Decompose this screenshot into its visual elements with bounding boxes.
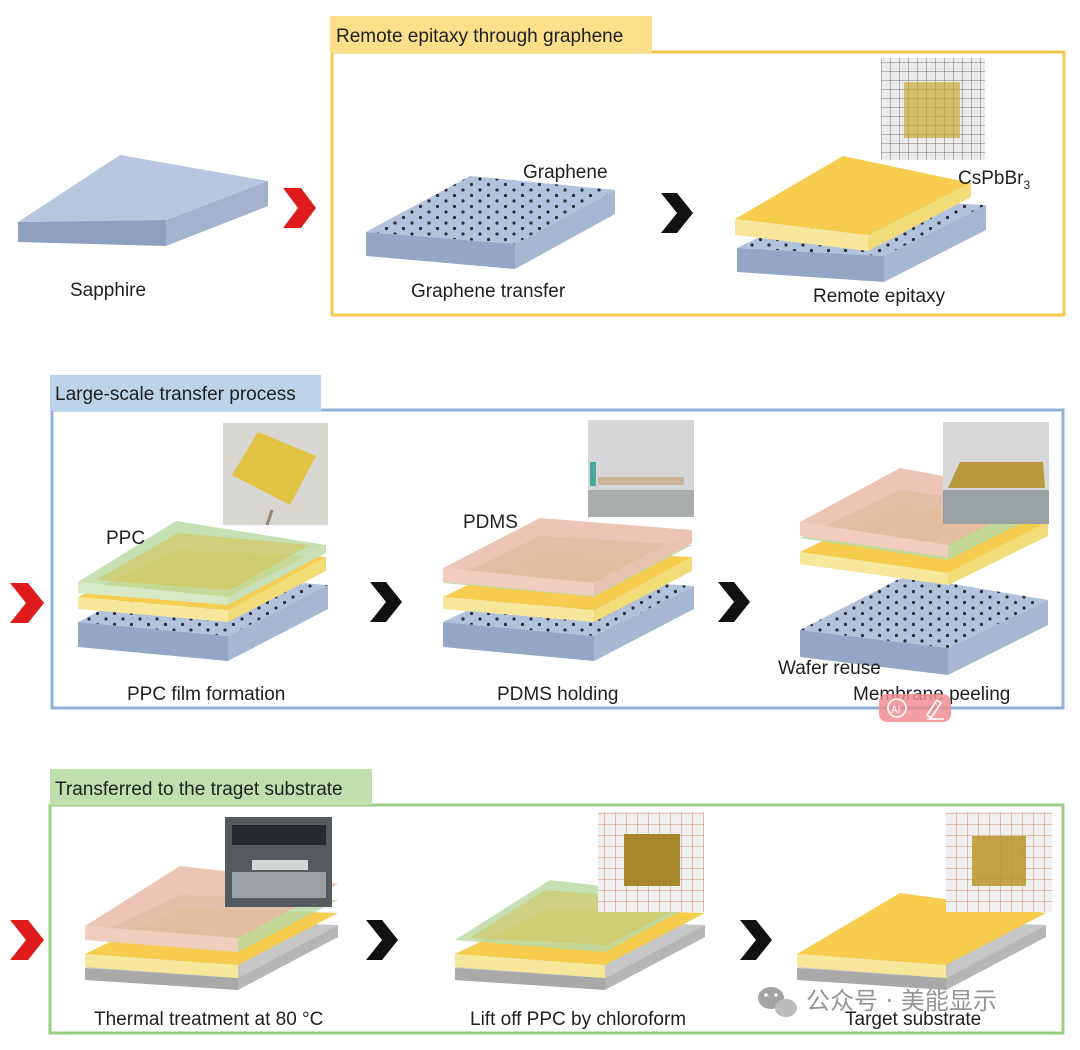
pdms-holding-label: PDMS holding	[497, 684, 618, 705]
black-chevron-icon	[366, 920, 398, 960]
section-frame	[330, 50, 1066, 317]
ppc-annotation: PPC	[106, 528, 145, 549]
ppc-film-stack	[78, 521, 328, 661]
ppc-film-photo	[223, 423, 328, 526]
black-chevron-icon	[740, 920, 772, 960]
svg-text:AI: AI	[891, 705, 900, 716]
graphene-transfer-label: Graphene transfer	[411, 281, 566, 302]
sapphire-substrate	[18, 155, 268, 246]
thermal-treatment-stack	[85, 866, 338, 990]
black-chevron-icon	[370, 582, 402, 622]
black-chevron-icon	[661, 193, 693, 233]
sapphire-label: Sapphire	[70, 280, 146, 301]
section-remote-epitaxy: Remote epitaxy through graphene	[330, 16, 1066, 317]
remote-epitaxy-label: Remote epitaxy	[813, 286, 946, 307]
section-header-bg	[50, 375, 321, 411]
graphene-wafer	[366, 176, 615, 269]
watermark: 公众号 · 美能显示	[758, 987, 997, 1017]
wafer-reuse-annotation: Wafer reuse	[778, 658, 881, 679]
section-title: Remote epitaxy through graphene	[336, 26, 623, 47]
watermark-text: 公众号 · 美能显示	[806, 987, 997, 1015]
remote-epitaxy-stack	[735, 156, 986, 282]
section-title: Transferred to the traget substrate	[55, 779, 343, 800]
pdms-annotation: PDMS	[463, 512, 518, 533]
section-target-transfer: Transferred to the traget substrate	[48, 769, 1065, 1035]
section-header-bg	[50, 769, 372, 805]
graphene-annotation: Graphene	[523, 162, 608, 183]
red-chevron-icon	[10, 920, 44, 960]
pdms-holding-stack	[443, 518, 694, 661]
red-chevron-icon	[283, 188, 316, 228]
lift-off-photo	[598, 812, 704, 912]
section-frame	[48, 803, 1065, 1035]
section-title: Large-scale transfer process	[55, 384, 296, 405]
ai-icon[interactable]: AI	[887, 698, 907, 718]
black-chevron-icon	[718, 582, 750, 622]
section-large-scale-transfer: Large-scale transfer process	[50, 375, 1065, 710]
section-header-bg	[330, 16, 652, 53]
thermal-treatment-label: Thermal treatment at 80 °C	[94, 1009, 323, 1030]
pen-icon[interactable]	[925, 698, 944, 720]
cspbbr3-annotation: CsPbBr3	[958, 168, 1030, 192]
target-substrate-photo	[946, 812, 1052, 912]
lift-off-label: Lift off PPC by chloroform	[470, 1009, 686, 1030]
section-frame	[50, 408, 1065, 710]
red-chevron-icon	[10, 583, 44, 623]
cspbbr3-photo	[881, 58, 985, 160]
pdms-holding-photo	[588, 420, 694, 517]
overlay-toolbar[interactable]: AI	[879, 694, 951, 722]
membrane-peeling-photo	[943, 422, 1049, 524]
ppc-film-formation-label: PPC film formation	[127, 684, 285, 705]
wechat-icon	[758, 987, 797, 1017]
target-substrate-label: Target substrate	[845, 1009, 981, 1030]
hot-press-photo	[225, 817, 332, 907]
